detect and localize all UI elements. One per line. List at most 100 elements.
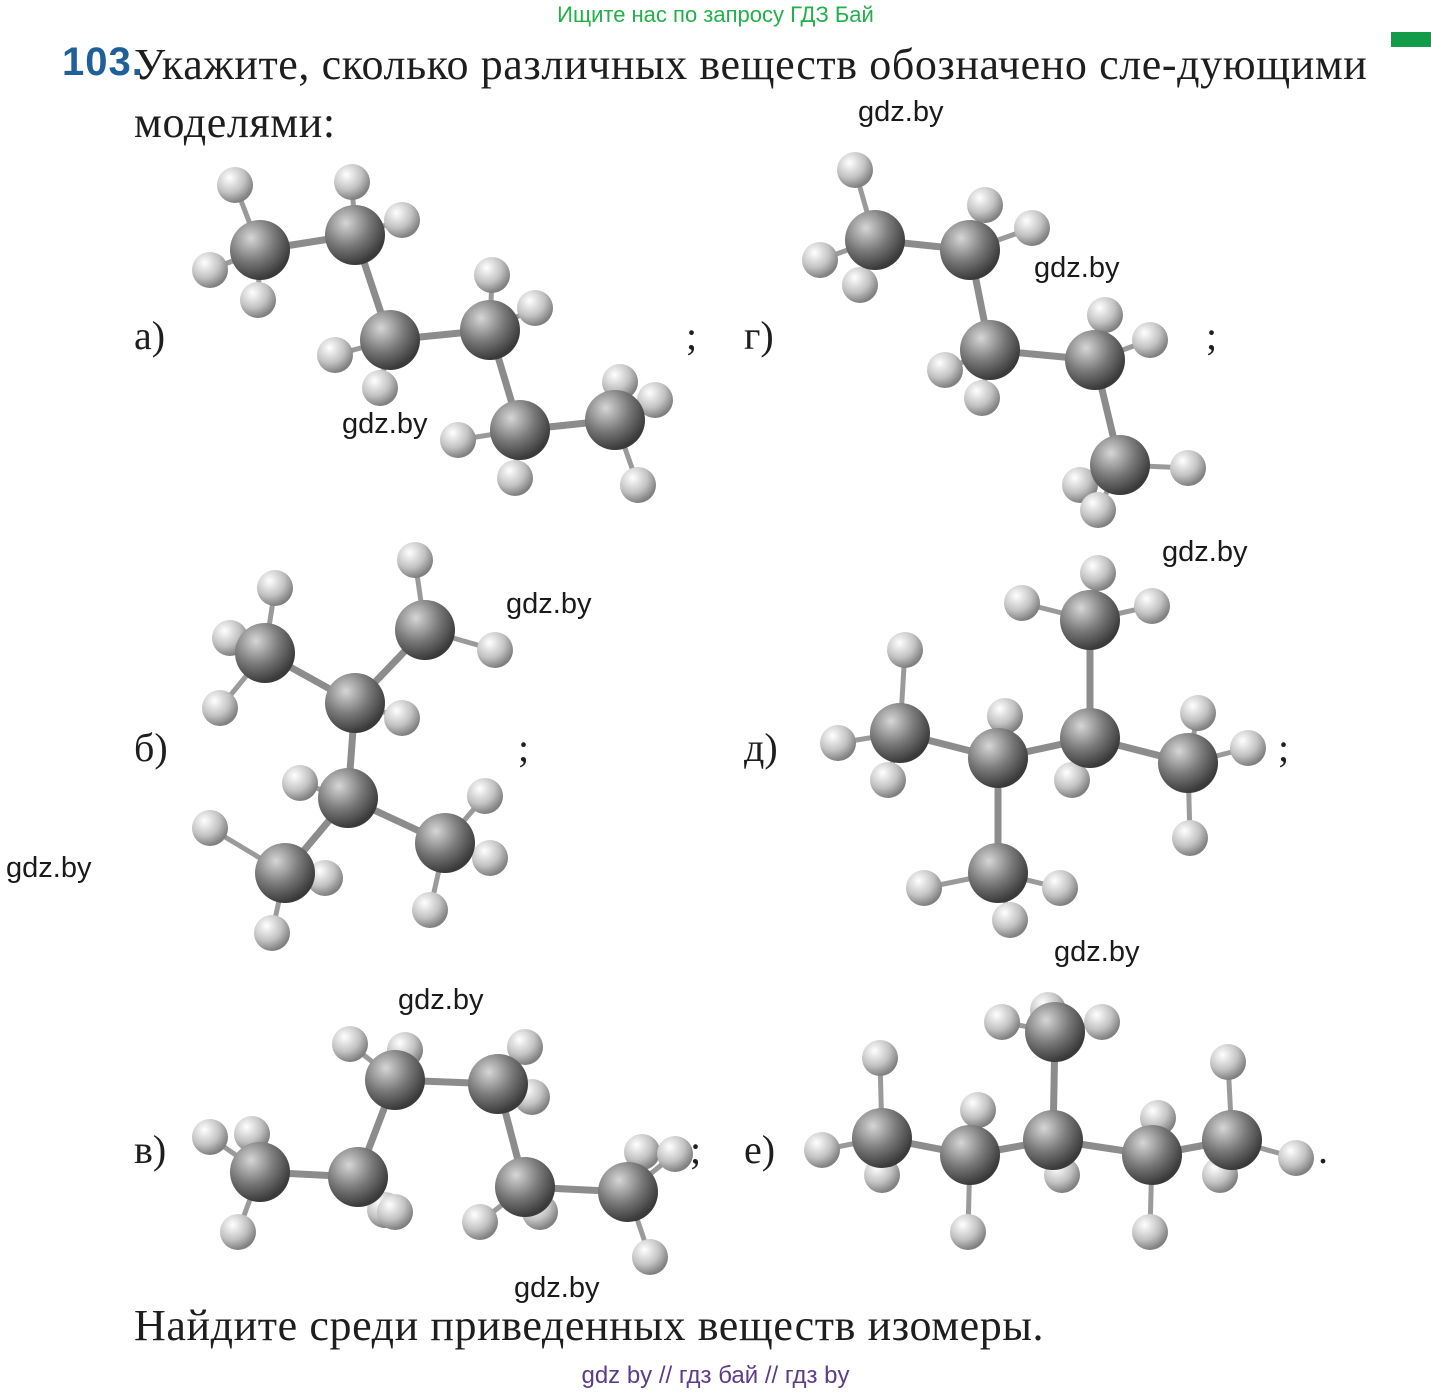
hydrogen-atom [967, 187, 1003, 223]
hydrogen-atom [384, 202, 420, 238]
label-b: б) [134, 725, 168, 770]
hydrogen-atom [257, 570, 293, 606]
label-g: г) [744, 313, 774, 358]
watermark: gdz.by [1034, 252, 1120, 284]
watermark: gdz.by [858, 96, 944, 128]
watermark: gdz.by [6, 852, 92, 884]
label-e: е) [744, 1127, 776, 1172]
hydrogen-atom [992, 902, 1028, 938]
hydrogen-atom [820, 725, 856, 761]
hydrogen-atom [960, 1092, 996, 1128]
hydrogen-atom [1230, 730, 1266, 766]
hydrogen-atom [517, 290, 553, 326]
carbon-atom [460, 300, 520, 360]
molecule-model-a [192, 164, 673, 503]
hydrogen-atom [240, 282, 276, 318]
hydrogen-atom [282, 765, 318, 801]
hydrogen-atom [507, 1029, 543, 1065]
hydrogen-atom [1080, 555, 1116, 591]
hydrogen-atom [192, 1119, 228, 1155]
hydrogen-atom [397, 542, 433, 578]
hydrogen-atom [987, 698, 1023, 734]
carbon-atom [1060, 590, 1120, 650]
hydrogen-atom [927, 352, 963, 388]
hydrogen-atom [1062, 467, 1098, 503]
semicolon-b: ; [518, 725, 530, 770]
hydrogen-atom [657, 1136, 693, 1172]
hydrogen-atom [862, 1040, 898, 1076]
hydrogen-atom [1084, 1004, 1120, 1040]
molecule-model-e [804, 992, 1314, 1250]
period-e: . [1318, 1127, 1328, 1172]
carbon-atom [230, 1142, 290, 1202]
label-a: а) [134, 313, 166, 358]
hydrogen-atom [467, 778, 503, 814]
carbon-atom [968, 843, 1028, 903]
hydrogen-atom [964, 380, 1000, 416]
carbon-atom [365, 1050, 425, 1110]
carbon-atom [1025, 1002, 1085, 1062]
hydrogen-atom [1004, 585, 1040, 621]
carbon-atom [940, 220, 1000, 280]
molecule-model-b [192, 542, 513, 951]
hydrogen-atom [220, 1214, 256, 1250]
carbon-atom [1090, 435, 1150, 495]
hydrogen-atom [1087, 297, 1123, 333]
hydrogen-atom [837, 152, 873, 188]
carbon-atom [1202, 1110, 1262, 1170]
hydrogen-atom [1080, 492, 1116, 528]
hydrogen-atom [802, 242, 838, 278]
carbon-atom [468, 1054, 528, 1114]
watermark: gdz.by [1054, 936, 1140, 968]
hydrogen-atom [474, 257, 510, 293]
carbon-atom [318, 768, 378, 828]
carbon-atom [1122, 1125, 1182, 1185]
carbon-atom [255, 843, 315, 903]
hydrogen-atom [440, 422, 476, 458]
carbon-atom [235, 623, 295, 683]
semicolon-v: ; [690, 1127, 702, 1172]
watermark: gdz.by [514, 1272, 600, 1304]
carbon-atom [325, 205, 385, 265]
hydrogen-atom [887, 632, 923, 668]
hydrogen-atom [377, 1194, 413, 1230]
bottom-watermark: gdz by // гдз бай // гдз by [581, 1362, 850, 1389]
hydrogen-atom [362, 370, 398, 406]
search-banner[interactable]: Ищите нас по запросу ГДЗ Бай [557, 2, 874, 27]
hydrogen-atom [462, 1204, 498, 1240]
hydrogen-atom [632, 1239, 668, 1275]
semicolon-d: ; [1278, 725, 1290, 770]
hydrogen-atom [1054, 762, 1090, 798]
carbon-atom [490, 400, 550, 460]
hydrogen-atom [906, 870, 942, 906]
watermark: gdz.by [342, 408, 428, 440]
hydrogen-atom [217, 167, 253, 203]
molecule-model-g [802, 152, 1206, 528]
hydrogen-atom [804, 1132, 840, 1168]
hydrogen-atom [950, 1214, 986, 1250]
hydrogen-atom [254, 915, 290, 951]
hydrogen-atom [192, 252, 228, 288]
carbon-atom [415, 813, 475, 873]
hydrogen-atom [1170, 450, 1206, 486]
carbon-atom [940, 1125, 1000, 1185]
watermark: gdz.by [506, 588, 592, 620]
hydrogen-atom [202, 690, 238, 726]
carbon-atom [230, 220, 290, 280]
molecule-model-v [192, 1026, 693, 1275]
carbon-atom [960, 320, 1020, 380]
carbon-atom [328, 1147, 388, 1207]
hydrogen-atom [332, 1026, 368, 1062]
hydrogen-atom [307, 860, 343, 896]
label-v: в) [134, 1127, 167, 1172]
hydrogen-atom [384, 700, 420, 736]
hydrogen-atom [1210, 1044, 1246, 1080]
carbon-atom [360, 310, 420, 370]
semicolon-g: ; [1206, 313, 1218, 358]
watermark: gdz.by [398, 984, 484, 1016]
carbon-atom [1158, 733, 1218, 793]
hydrogen-atom [472, 840, 508, 876]
question-text: Найдите среди приведенных веществ изомер… [134, 1301, 1045, 1350]
problem-number: 103. [62, 40, 144, 84]
hydrogen-atom [1134, 588, 1170, 624]
